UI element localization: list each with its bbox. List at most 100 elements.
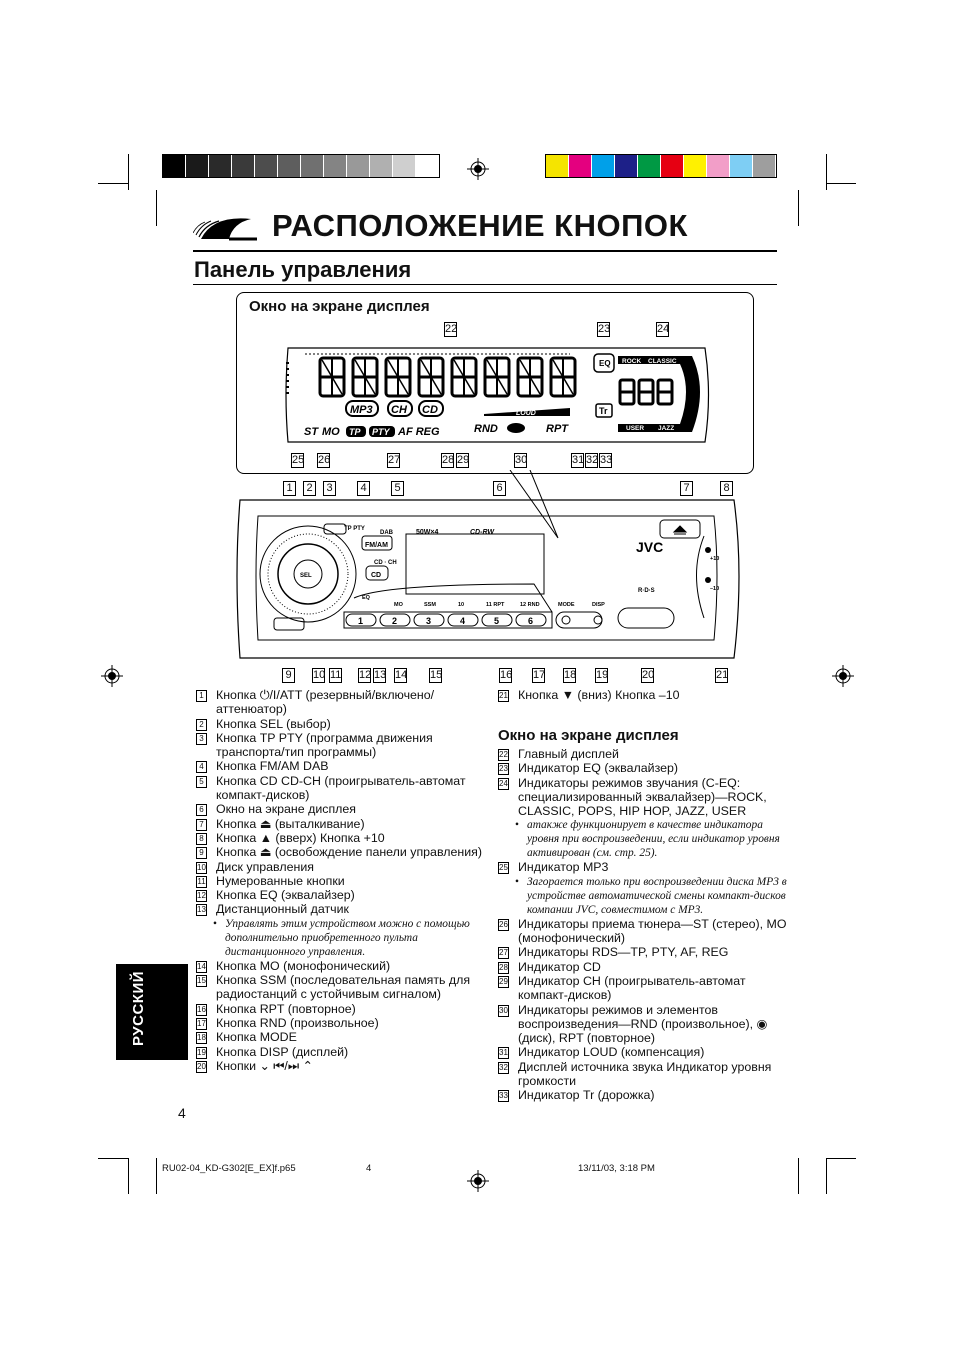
minus10-label: –10: [710, 586, 719, 592]
legend-number: 14: [196, 960, 207, 973]
registration-mark-icon: [467, 1170, 489, 1192]
legend-number: 17: [196, 1017, 207, 1030]
preset-label: 6: [528, 616, 533, 626]
cd-ch-label: CD · CH: [374, 560, 397, 566]
registration-mark-icon: [467, 158, 489, 180]
power-label: 50W×4: [416, 529, 438, 536]
legend-text: Диск управления: [216, 859, 314, 874]
legend-note: •Управлять этим устройством можно с помо…: [213, 917, 486, 959]
callout-8: 8: [720, 481, 733, 496]
callout-26: 26: [317, 453, 331, 468]
legend-number: 21: [498, 690, 509, 702]
legend-note: •Загорается только при воспроизведении д…: [515, 875, 787, 916]
crop-mark: [798, 190, 799, 226]
color-swatch: [730, 155, 753, 177]
callout-1: 1: [283, 481, 296, 496]
color-swatch: [546, 155, 569, 177]
color-swatch: [301, 155, 324, 177]
preset-button: [413, 613, 445, 627]
legend-text: Индикаторы режимов и элементов воспроизв…: [518, 1002, 768, 1046]
legend-number: 24: [498, 777, 509, 790]
ssm-label: SSM: [424, 602, 436, 608]
callout-32: 32: [585, 453, 599, 468]
color-swatch: [324, 155, 347, 177]
preset-button: [379, 613, 411, 627]
callout-4: 4: [357, 481, 370, 496]
mp3-indicator: MP3: [350, 404, 373, 416]
callout-5: 5: [391, 481, 404, 496]
eq-indicator: EQ: [599, 359, 611, 368]
crop-mark: [98, 183, 128, 184]
legend-number: 23: [498, 763, 509, 776]
callout-21: 21: [715, 668, 729, 683]
color-swatch: [416, 155, 439, 177]
legend-text: Индикатор EQ (эквалайзер): [518, 761, 679, 776]
color-swatch: [370, 155, 393, 177]
legend-text: Индикатор Tr (дорожка): [518, 1088, 655, 1103]
legend-text: Главный дисплей: [518, 747, 619, 761]
disc-icon: [507, 423, 525, 433]
callout-24: 24: [656, 322, 670, 337]
jvc-logo: JVC: [636, 539, 663, 555]
sel-label: SEL: [300, 573, 312, 579]
legend-text: Кнопка ▼ (вниз) Кнопка –10: [518, 688, 680, 702]
callout-31: 31: [571, 453, 585, 468]
legend-text: Кнопка ⏏ (освобождение панели управления…: [216, 845, 482, 860]
legend-number: 26: [498, 918, 509, 931]
preset-label: 2: [392, 616, 397, 626]
footer-filename: RU02-04_KD-G302[E_EX]f.p65: [162, 1163, 296, 1174]
legend-text: Кнопка MO (монофонический): [216, 958, 391, 973]
callout-10: 10: [312, 668, 326, 683]
callout-25: 25: [291, 453, 305, 468]
preset-button: [345, 613, 377, 627]
crop-mark: [98, 1158, 128, 1159]
legend-item: 30 Индикаторы режимов и элементов воспрои…: [498, 1003, 788, 1046]
tr-indicator: Tr: [599, 406, 608, 416]
callout-18: 18: [563, 668, 577, 683]
callout-7: 7: [680, 481, 693, 496]
footer-date: 13/11/03, 3:18 PM: [578, 1163, 655, 1174]
title-rule: [193, 250, 777, 252]
cdrw-label: CD-RW: [470, 529, 495, 536]
legend-note: •атакже функционирует в качестве индикат…: [515, 818, 788, 860]
preset-label: 5: [494, 616, 499, 626]
legend-text: Окно на экране дисплея: [216, 802, 356, 817]
legend-text: Индикатор CD: [518, 959, 601, 974]
rnd-label: 12 RND: [520, 602, 540, 608]
legend-number: 28: [498, 961, 509, 974]
legend-text: Кнопки ⌄ ⏮/⏭ ⌃: [216, 1058, 313, 1073]
callout-17: 17: [532, 668, 546, 683]
legend-text: Кнопка RPT (повторное): [216, 1001, 356, 1016]
footer-page: 4: [366, 1163, 372, 1174]
section-logo-icon: [193, 218, 257, 241]
callout-27: 27: [387, 453, 401, 468]
color-swatch: [209, 155, 232, 177]
legend-item: 28 Индикатор CD: [498, 960, 788, 974]
legend-number: 11: [196, 875, 207, 888]
legend-text: Дистанционный датчик: [216, 902, 349, 917]
legend-number: 9: [196, 847, 207, 860]
callout-28: 28: [441, 453, 455, 468]
tp-indicator: TP: [349, 427, 361, 437]
segment-digit: [516, 356, 544, 398]
grayscale-bar: [162, 154, 440, 178]
callout-13: 13: [373, 668, 387, 683]
callout-9: 9: [282, 668, 295, 683]
legend-text: Кнопка SSM (последовательная память для …: [216, 973, 471, 1002]
display-panel-title: Окно на экране дисплея: [249, 298, 430, 315]
legend-text: Кнопка MODE: [216, 1030, 297, 1045]
crop-mark: [798, 1158, 799, 1194]
legend-number: 30: [498, 1004, 509, 1017]
